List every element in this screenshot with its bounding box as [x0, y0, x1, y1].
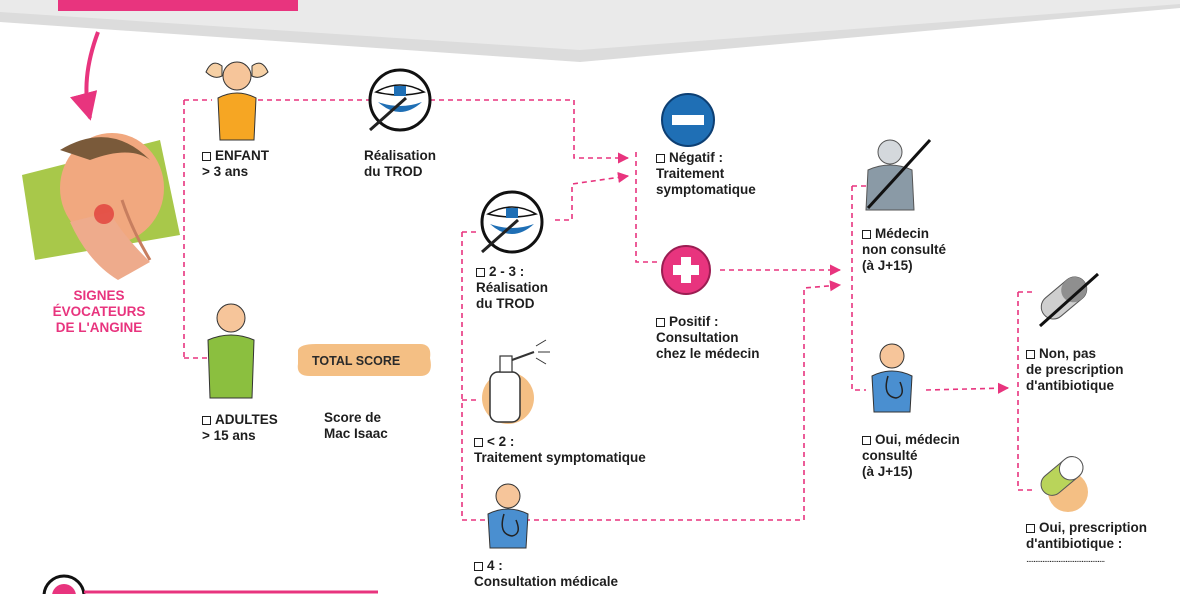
- sore-throat-illustration: [22, 133, 180, 280]
- plus-circle-icon: [661, 245, 711, 295]
- pill-crossed-icon: [1038, 272, 1100, 328]
- minus-circle-icon: [661, 93, 715, 147]
- score-lt2-label: < 2 : Traitement symptomatique: [474, 434, 646, 465]
- positive-label: Positif : Consultation chez le médecin: [656, 314, 760, 361]
- score-lt2-checkbox[interactable]: [474, 438, 483, 447]
- throat-spray-icon: [482, 339, 550, 424]
- child-checkbox[interactable]: [202, 152, 211, 161]
- negative-checkbox[interactable]: [656, 154, 665, 163]
- adult-checkbox[interactable]: [202, 416, 211, 425]
- doctor-icon-consulted: [871, 343, 913, 413]
- doctor-not-label: Médecin non consulté (à J+15): [862, 226, 946, 273]
- doctor-yes-checkbox[interactable]: [862, 436, 871, 445]
- total-score-text: TOTAL SCORE: [312, 354, 401, 368]
- yes-rx-blank: ........................................…: [1026, 554, 1105, 565]
- adult-figure-icon: [207, 303, 255, 399]
- crossed-doctor-icon: [865, 138, 932, 211]
- doctor-icon-score4: [487, 483, 529, 549]
- trod-swab-icon-child: [368, 68, 432, 132]
- doctor-yes-label: Oui, médecin consulté (à J+15): [862, 432, 960, 479]
- yes-rx-label: Oui, prescription d'antibiotique : .....…: [1026, 520, 1147, 568]
- child-label: ENFANT > 3 ans: [202, 148, 269, 179]
- score-4-checkbox[interactable]: [474, 562, 483, 571]
- flow-connectors: [183, 99, 1034, 521]
- score-4-label: 4 : Consultation médicale: [474, 558, 619, 589]
- no-rx-checkbox[interactable]: [1026, 350, 1035, 359]
- trod-swab-icon-adult: [480, 190, 544, 254]
- yes-rx-checkbox[interactable]: [1026, 524, 1035, 533]
- score-2-3-checkbox[interactable]: [476, 268, 485, 277]
- header-banner: [0, 0, 1180, 62]
- entry-arrow: [70, 31, 100, 121]
- doctor-not-checkbox[interactable]: [862, 230, 871, 239]
- bottom-left-badge: [42, 574, 378, 594]
- child-figure-icon: [205, 61, 269, 141]
- pill-icon: [1040, 456, 1088, 512]
- score-caption: Score de Mac Isaac: [324, 410, 388, 441]
- positive-checkbox[interactable]: [656, 318, 665, 327]
- negative-label: Négatif : Traitement symptomatique: [656, 150, 756, 197]
- total-score-badge: [297, 344, 431, 376]
- trod-child-label: Réalisation du TROD: [364, 148, 437, 179]
- signs-label: SIGNES ÉVOCATEURS DE L'ANGINE: [52, 288, 146, 335]
- no-rx-label: Non, pas de prescription d'antibiotique: [1026, 346, 1124, 393]
- score-2-3-label: 2 - 3 : Réalisation du TROD: [476, 264, 549, 311]
- adult-label: ADULTES > 15 ans: [202, 412, 278, 443]
